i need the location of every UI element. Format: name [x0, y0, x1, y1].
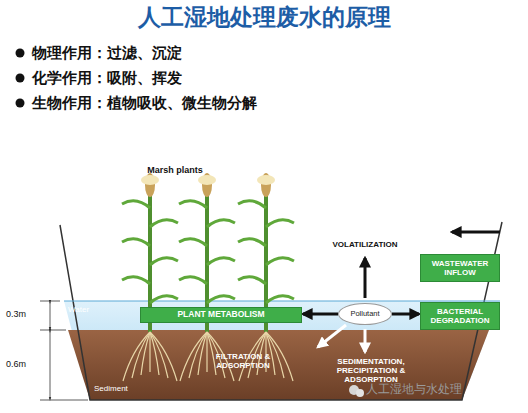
process-label: VOLATILIZATION: [318, 240, 412, 249]
bullet-text: 物理作用：过滤、沉淀: [32, 44, 332, 61]
layer-label: Water: [68, 305, 108, 314]
watermark-icon: [356, 389, 364, 397]
node-text: BACTERIAL DEGRADATION: [424, 307, 496, 325]
dimension-tick: [40, 400, 88, 401]
bullet-dot: [16, 74, 25, 83]
plant-label: Marsh plants: [130, 165, 220, 175]
process-label: SEDIMENTATION, PRECIPITATION & ADSORPTIO…: [318, 357, 424, 385]
process-label: FILTRATION & ADSORPTION: [200, 352, 286, 370]
watermark: 人工湿地与水处理: [366, 383, 516, 397]
bullet-dot: [16, 99, 25, 108]
basin-wall: [60, 222, 502, 400]
dimension-line: [50, 331, 51, 399]
filtration-arrow: [318, 325, 346, 347]
pollutant-ellipse: Pollutant: [338, 303, 392, 325]
dimension-tick: [40, 330, 66, 331]
dimension-tick: [40, 301, 60, 302]
sedimentation-arrow: [364, 329, 367, 352]
bullet-text: 化学作用：吸附、挥发: [32, 69, 332, 86]
title: 人工湿地处理废水的原理: [0, 4, 528, 30]
layer-label: Sediment: [94, 384, 154, 393]
inflow-arrow: [452, 231, 500, 234]
bullet-text: 生物作用：植物吸收、微生物分解: [32, 94, 352, 111]
bullet-dot: [16, 49, 25, 58]
node-text: PLANT METABOLISM: [177, 310, 264, 320]
volatilization-arrow: [364, 258, 367, 298]
dimension-line: [50, 302, 51, 329]
flow-arrow: [303, 313, 338, 316]
node-text: WASTEWATER INFLOW: [424, 259, 496, 277]
process-box: BACTERIAL DEGRADATION: [420, 302, 500, 330]
flow-arrow: [392, 313, 419, 316]
process-box: PLANT METABOLISM: [140, 307, 302, 323]
dimension-label: 0.6m: [6, 359, 40, 369]
marsh-plants: [122, 173, 294, 381]
node-text: Pollutant: [350, 310, 379, 319]
process-box: WASTEWATER INFLOW: [420, 254, 500, 282]
dimension-label: 0.3m: [6, 309, 40, 319]
